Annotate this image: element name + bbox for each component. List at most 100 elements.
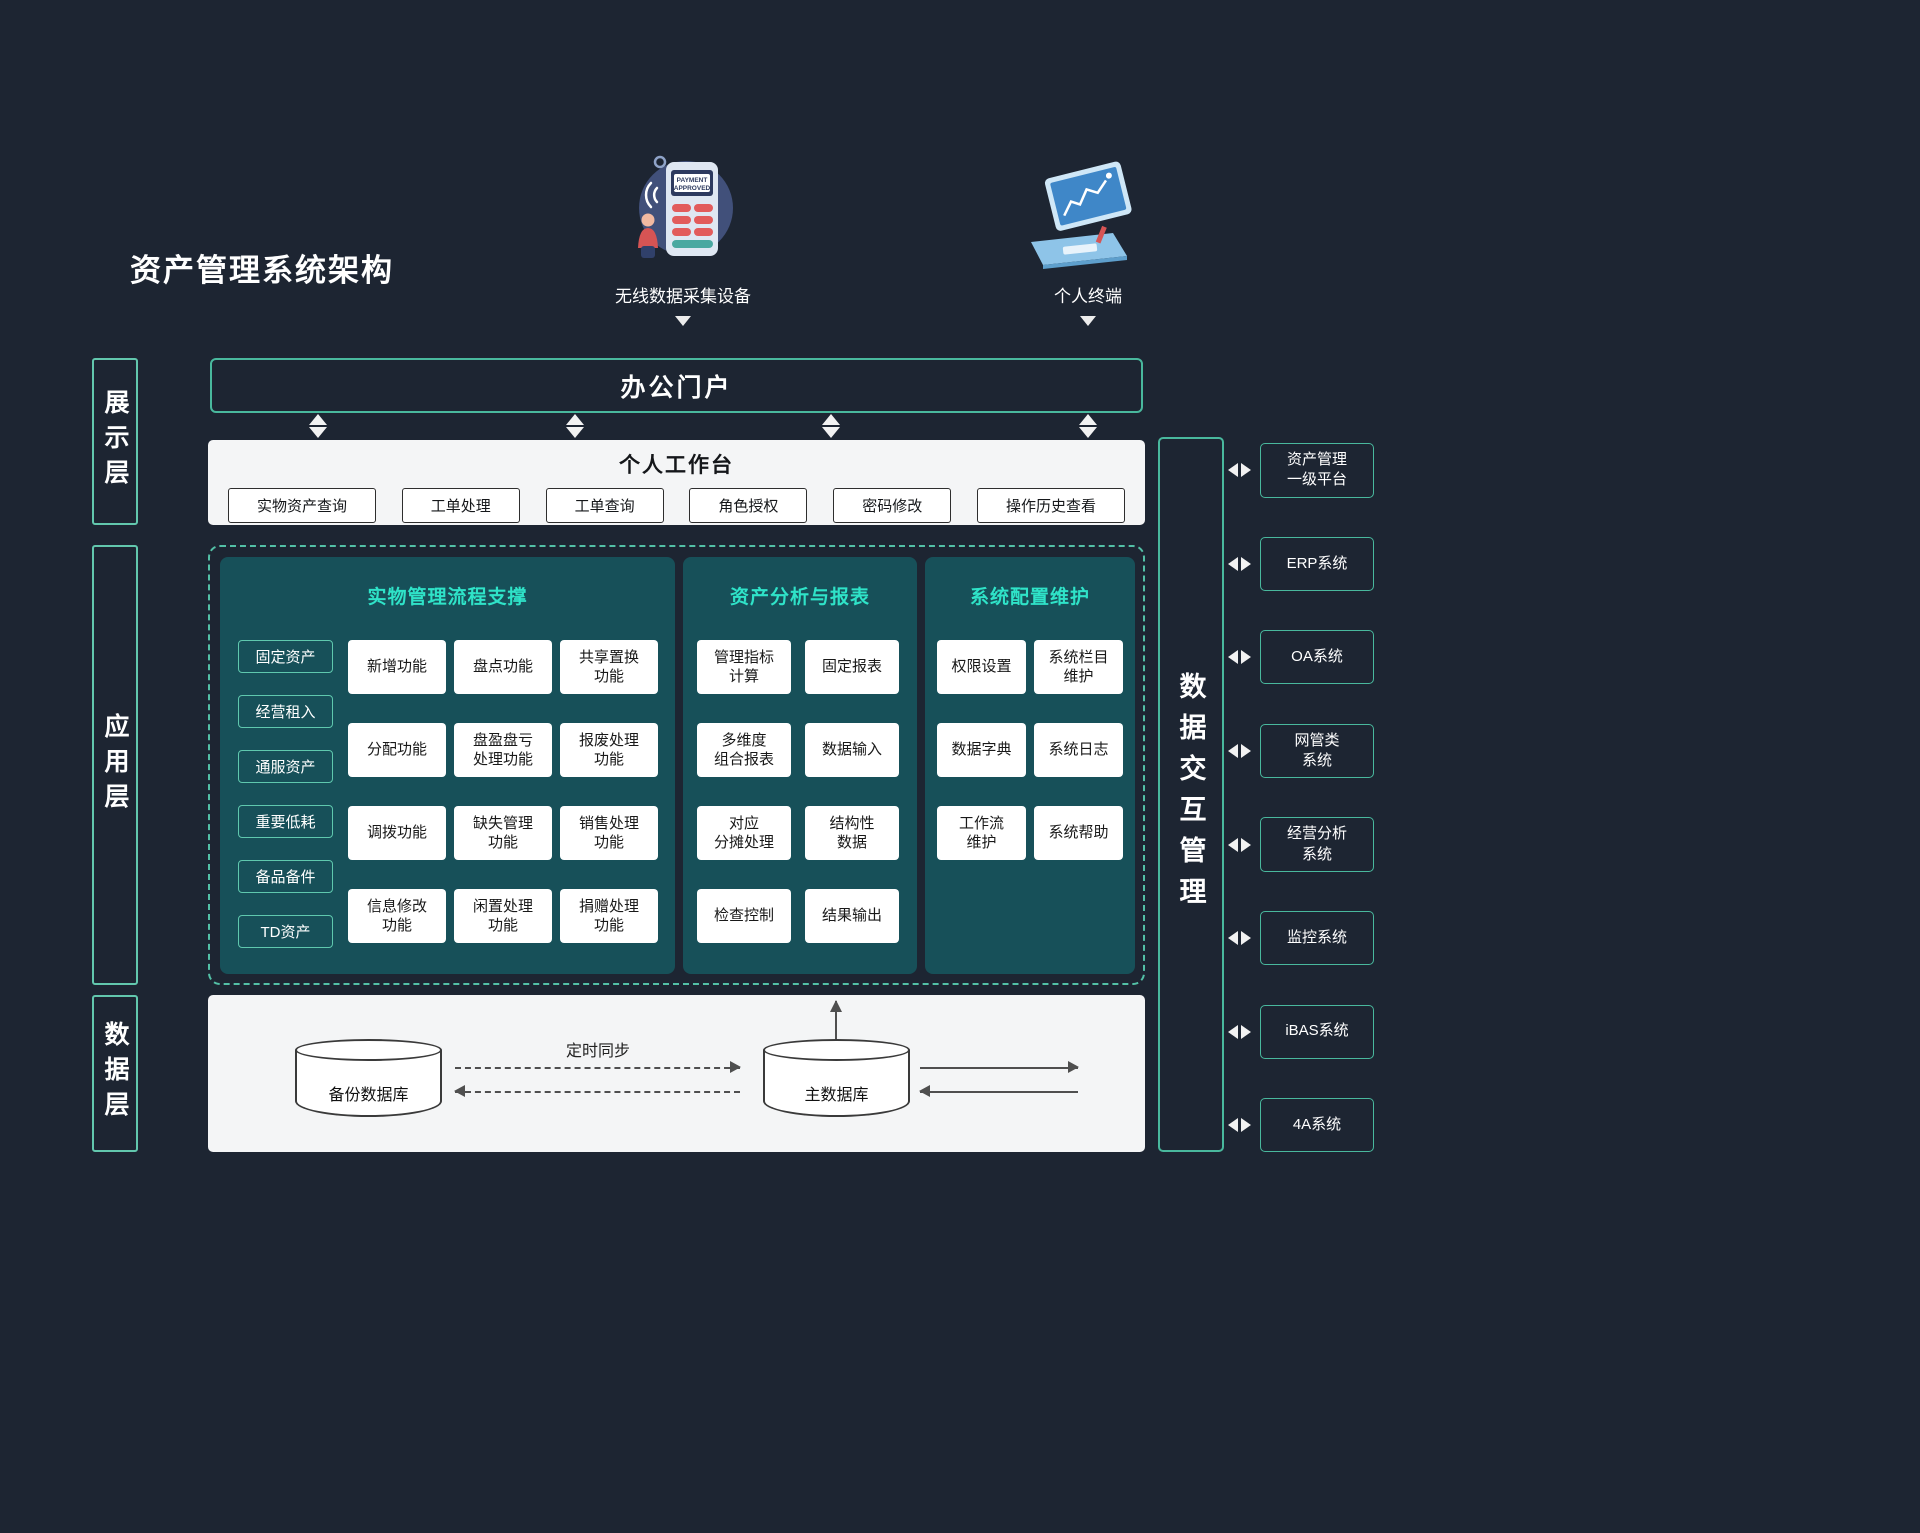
data-layer-panel: 备份数据库 主数据库 定时同步 bbox=[208, 995, 1145, 1152]
svg-text:PAYMENT: PAYMENT bbox=[677, 177, 708, 184]
exchange-arrows-icon bbox=[1228, 931, 1251, 946]
function-button[interactable]: 数据输入 bbox=[805, 723, 899, 777]
external-system[interactable]: iBAS系统 bbox=[1260, 1004, 1374, 1059]
asset-category[interactable]: 备品备件 bbox=[238, 860, 333, 893]
laptop-icon bbox=[1031, 161, 1132, 269]
panel-title: 资产分析与报表 bbox=[729, 587, 870, 608]
function-button[interactable]: 调拨功能 bbox=[348, 806, 446, 860]
function-button[interactable]: 多维度 组合报表 bbox=[697, 723, 791, 777]
function-button[interactable]: 检查控制 bbox=[697, 889, 791, 943]
function-grid: 权限设置 系统栏目 维护 数据字典 系统日志 工作流 维护 系统帮助 bbox=[937, 640, 1123, 860]
workbench-item[interactable]: 密码修改 bbox=[833, 488, 952, 523]
function-button[interactable]: 固定报表 bbox=[805, 640, 899, 694]
backup-database-cylinder: 备份数据库 bbox=[295, 1039, 442, 1117]
cylinder-top bbox=[295, 1039, 442, 1061]
application-layer-container bbox=[208, 545, 1145, 985]
external-system[interactable]: 监控系统 bbox=[1260, 911, 1374, 966]
vertical-double-arrow-icon bbox=[822, 414, 840, 438]
asset-categories: 固定资产 经营租入 通服资产 重要低耗 备品备件 TD资产 bbox=[238, 640, 333, 948]
workbench-item[interactable]: 工单处理 bbox=[401, 488, 520, 523]
exchange-arrows-icon bbox=[1228, 837, 1251, 852]
external-systems-list: 资产管理 一级平台 ERP系统 OA系统 网管类 系统 经营分析 系统 监控系统… bbox=[1228, 443, 1374, 1152]
personal-terminal-device: 个人终端 bbox=[1003, 160, 1173, 326]
function-button[interactable]: 共享置换 功能 bbox=[560, 640, 658, 694]
data-interaction-hub: 数据交互管理 bbox=[1158, 437, 1224, 1152]
function-button[interactable]: 工作流 维护 bbox=[937, 806, 1026, 860]
function-button[interactable]: 对应 分摊处理 bbox=[697, 806, 791, 860]
layer-label-display: 展示层 bbox=[92, 358, 138, 525]
data-flow-arrow-right-icon bbox=[920, 1061, 1079, 1073]
function-button[interactable]: 结果输出 bbox=[805, 889, 899, 943]
function-button[interactable]: 闲置处理 功能 bbox=[454, 889, 552, 943]
external-system[interactable]: OA系统 bbox=[1260, 630, 1374, 685]
function-button[interactable]: 销售处理 功能 bbox=[560, 806, 658, 860]
asset-category[interactable]: 通服资产 bbox=[238, 750, 333, 783]
asset-category[interactable]: TD资产 bbox=[238, 915, 333, 948]
external-system[interactable]: 资产管理 一级平台 bbox=[1260, 443, 1374, 498]
panel-body: 固定资产 经营租入 通服资产 重要低耗 备品备件 TD资产 新增功能 盘点功能 … bbox=[238, 640, 658, 948]
function-button[interactable]: 盘盈盘亏 处理功能 bbox=[454, 723, 552, 777]
office-portal-node[interactable]: 办公门户 bbox=[210, 358, 1143, 413]
external-system[interactable]: 经营分析 系统 bbox=[1260, 817, 1374, 872]
function-button[interactable]: 系统日志 bbox=[1034, 723, 1123, 777]
workbench-item[interactable]: 角色授权 bbox=[689, 488, 808, 523]
exchange-arrows-icon bbox=[1228, 743, 1251, 758]
function-button[interactable]: 数据字典 bbox=[937, 723, 1026, 777]
function-button[interactable]: 缺失管理 功能 bbox=[454, 806, 552, 860]
cylinder-top bbox=[763, 1039, 910, 1061]
panel-analysis-reports: 资产分析与报表 管理指标 计算 固定报表 多维度 组合报表 数据输入 对应 分摊… bbox=[683, 557, 917, 974]
asset-category[interactable]: 重要低耗 bbox=[238, 805, 333, 838]
vertical-double-arrow-icon bbox=[309, 414, 327, 438]
function-button[interactable]: 分配功能 bbox=[348, 723, 446, 777]
function-button[interactable]: 权限设置 bbox=[937, 640, 1026, 694]
database-label: 主数据库 bbox=[804, 1087, 869, 1104]
asset-category[interactable]: 经营租入 bbox=[238, 695, 333, 728]
external-system[interactable]: 网管类 系统 bbox=[1260, 723, 1374, 779]
layer-label-application: 应用层 bbox=[92, 545, 138, 985]
external-system-row: ERP系统 bbox=[1228, 536, 1374, 591]
upward-arrow-icon bbox=[830, 1000, 842, 1039]
panel-physical-management: 实物管理流程支撑 固定资产 经营租入 通服资产 重要低耗 备品备件 TD资产 新… bbox=[220, 557, 675, 974]
external-system[interactable]: 4A系统 bbox=[1260, 1097, 1374, 1152]
function-button[interactable]: 盘点功能 bbox=[454, 640, 552, 694]
external-system[interactable]: ERP系统 bbox=[1260, 536, 1374, 591]
workbench-item[interactable]: 实物资产查询 bbox=[228, 488, 377, 523]
sync-arrow-left-icon bbox=[454, 1085, 740, 1097]
down-triangle-icon bbox=[675, 316, 691, 326]
data-flow-arrow-left-icon bbox=[919, 1085, 1078, 1097]
function-button[interactable]: 系统栏目 维护 bbox=[1034, 640, 1123, 694]
function-button[interactable]: 系统帮助 bbox=[1034, 806, 1123, 860]
external-system-row: OA系统 bbox=[1228, 630, 1374, 685]
panel-system-config: 系统配置维护 权限设置 系统栏目 维护 数据字典 系统日志 工作流 维护 系统帮… bbox=[925, 557, 1135, 974]
function-button[interactable]: 报废处理 功能 bbox=[560, 723, 658, 777]
external-system-row: 网管类 系统 bbox=[1228, 723, 1374, 779]
wireless-collector-device: PAYMENT APPROVED 无线数据采集设备 bbox=[593, 148, 773, 326]
sync-label: 定时同步 bbox=[565, 1043, 630, 1060]
svg-text:APPROVED: APPROVED bbox=[674, 185, 711, 192]
payment-terminal-icon: PAYMENT APPROVED bbox=[638, 155, 733, 258]
sync-arrow-right-icon bbox=[455, 1061, 741, 1073]
function-button[interactable]: 新增功能 bbox=[348, 640, 446, 694]
asset-category[interactable]: 固定资产 bbox=[238, 640, 333, 673]
exchange-arrows-icon bbox=[1228, 556, 1251, 571]
function-button[interactable]: 结构性 数据 bbox=[805, 806, 899, 860]
function-grid: 新增功能 盘点功能 共享置换 功能 分配功能 盘盈盘亏 处理功能 报废处理 功能… bbox=[348, 640, 658, 948]
function-button[interactable]: 信息修改 功能 bbox=[348, 889, 446, 943]
page-title: 资产管理系统架构 bbox=[130, 253, 394, 288]
exchange-arrows-icon bbox=[1228, 650, 1251, 665]
workbench-item[interactable]: 操作历史查看 bbox=[976, 488, 1125, 523]
workbench-item[interactable]: 工单查询 bbox=[545, 488, 664, 523]
personal-workbench-panel: 个人工作台 实物资产查询 工单处理 工单查询 角色授权 密码修改 操作历史查看 bbox=[208, 440, 1145, 525]
external-system-row: iBAS系统 bbox=[1228, 1004, 1374, 1059]
function-button[interactable]: 捐赠处理 功能 bbox=[560, 889, 658, 943]
external-system-row: 监控系统 bbox=[1228, 911, 1374, 966]
cylinder-body bbox=[295, 1050, 442, 1117]
down-triangle-icon bbox=[1080, 316, 1096, 326]
cylinder-body bbox=[763, 1050, 910, 1117]
function-grid: 管理指标 计算 固定报表 多维度 组合报表 数据输入 对应 分摊处理 结构性 数… bbox=[697, 640, 899, 943]
function-button[interactable]: 管理指标 计算 bbox=[697, 640, 791, 694]
vertical-double-arrow-icon bbox=[1079, 414, 1097, 438]
panel-title: 实物管理流程支撑 bbox=[367, 587, 528, 608]
exchange-arrows-icon bbox=[1228, 1117, 1251, 1132]
